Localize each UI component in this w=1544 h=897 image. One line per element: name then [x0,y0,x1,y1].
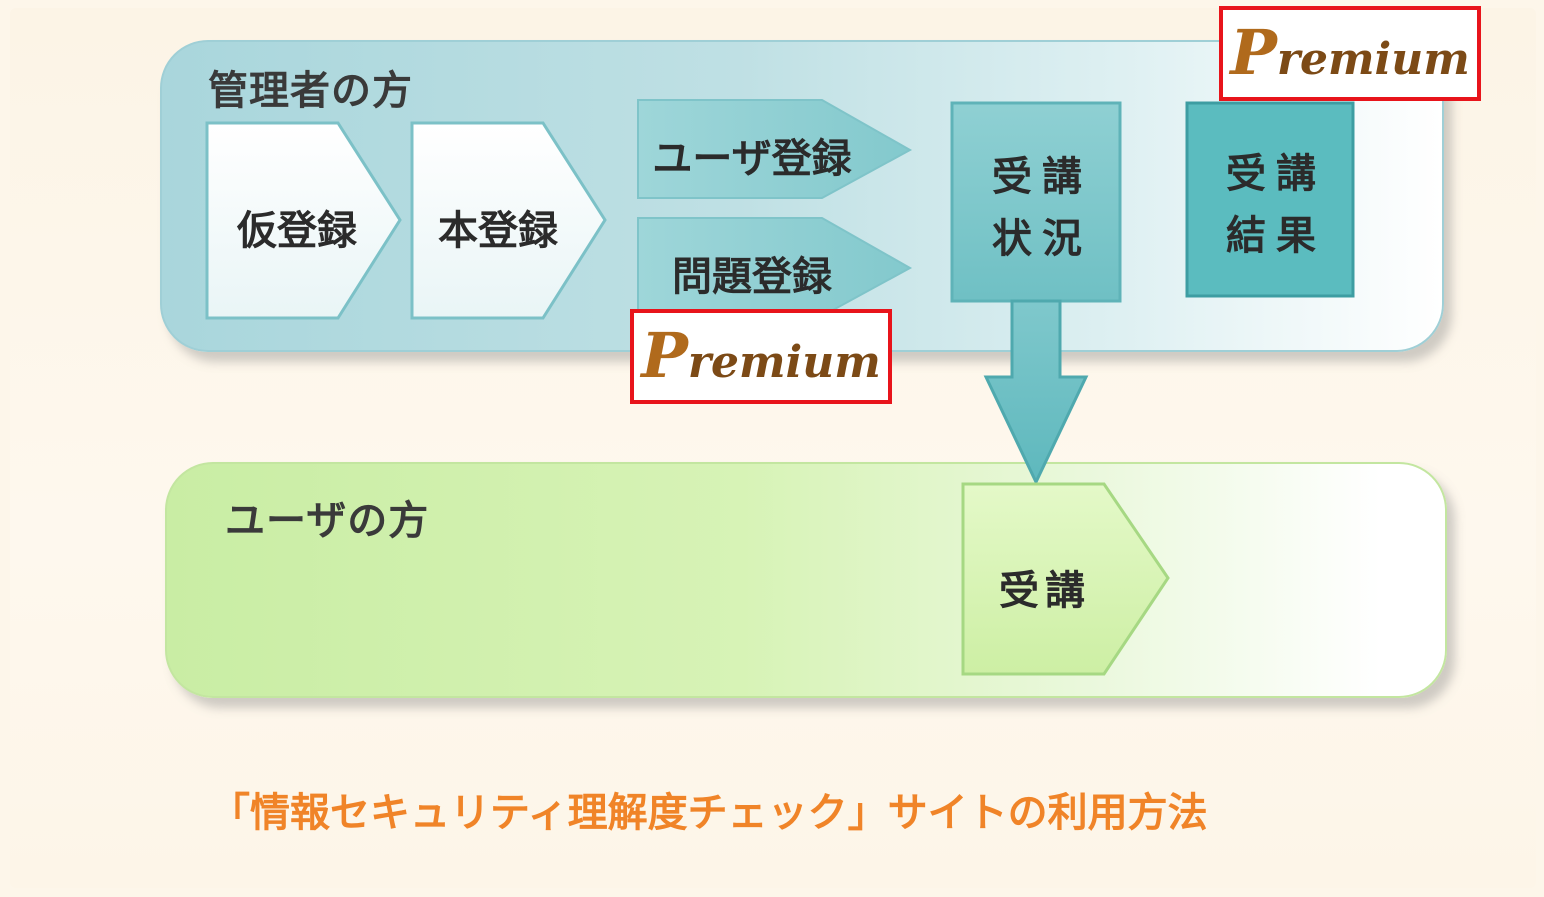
attendance-status-box [950,101,1122,303]
attendance-result-line2: 結果 [1226,213,1326,259]
premium-badge-mid: Premium [630,309,892,404]
attendance-status-line2: 状況 [992,216,1092,262]
admin-section-title: 管理者の方 [208,68,413,114]
step-full-registration-shape [410,121,607,320]
attendance-status-line1: 受講 [992,154,1092,200]
diagram-caption: 「情報セキュリティ理解度チェック」サイトの利用方法 [210,790,1208,836]
attendance-status-label: 受講 状況 [962,146,1122,270]
step-question-registration-shape [637,217,913,317]
step-full-registration-label: 本登録 [438,208,558,254]
step-provisional-registration-label: 仮登録 [237,208,357,254]
attendance-result-label: 受講 結果 [1196,143,1356,267]
down-arrow-shape [983,299,1089,486]
attendance-result-line1: 受講 [1226,151,1326,197]
user-panel [165,462,1447,698]
premium-badge-top: Premium [1219,6,1481,101]
premium-badge-top-rest: remium [1276,34,1470,85]
step-user-registration-label: ユーザ登録 [652,136,852,182]
step-attend-label: 受講 [999,568,1091,614]
premium-badge-top-initial: P [1230,16,1277,89]
premium-badge-mid-initial: P [641,319,688,392]
step-attend-shape [961,482,1170,676]
step-user-registration-shape [637,99,913,199]
user-section-title: ユーザの方 [225,498,430,544]
step-provisional-registration-shape [205,121,402,320]
premium-badge-mid-rest: remium [687,337,881,388]
attendance-result-box [1185,101,1355,298]
step-question-registration-label: 問題登録 [672,254,832,300]
